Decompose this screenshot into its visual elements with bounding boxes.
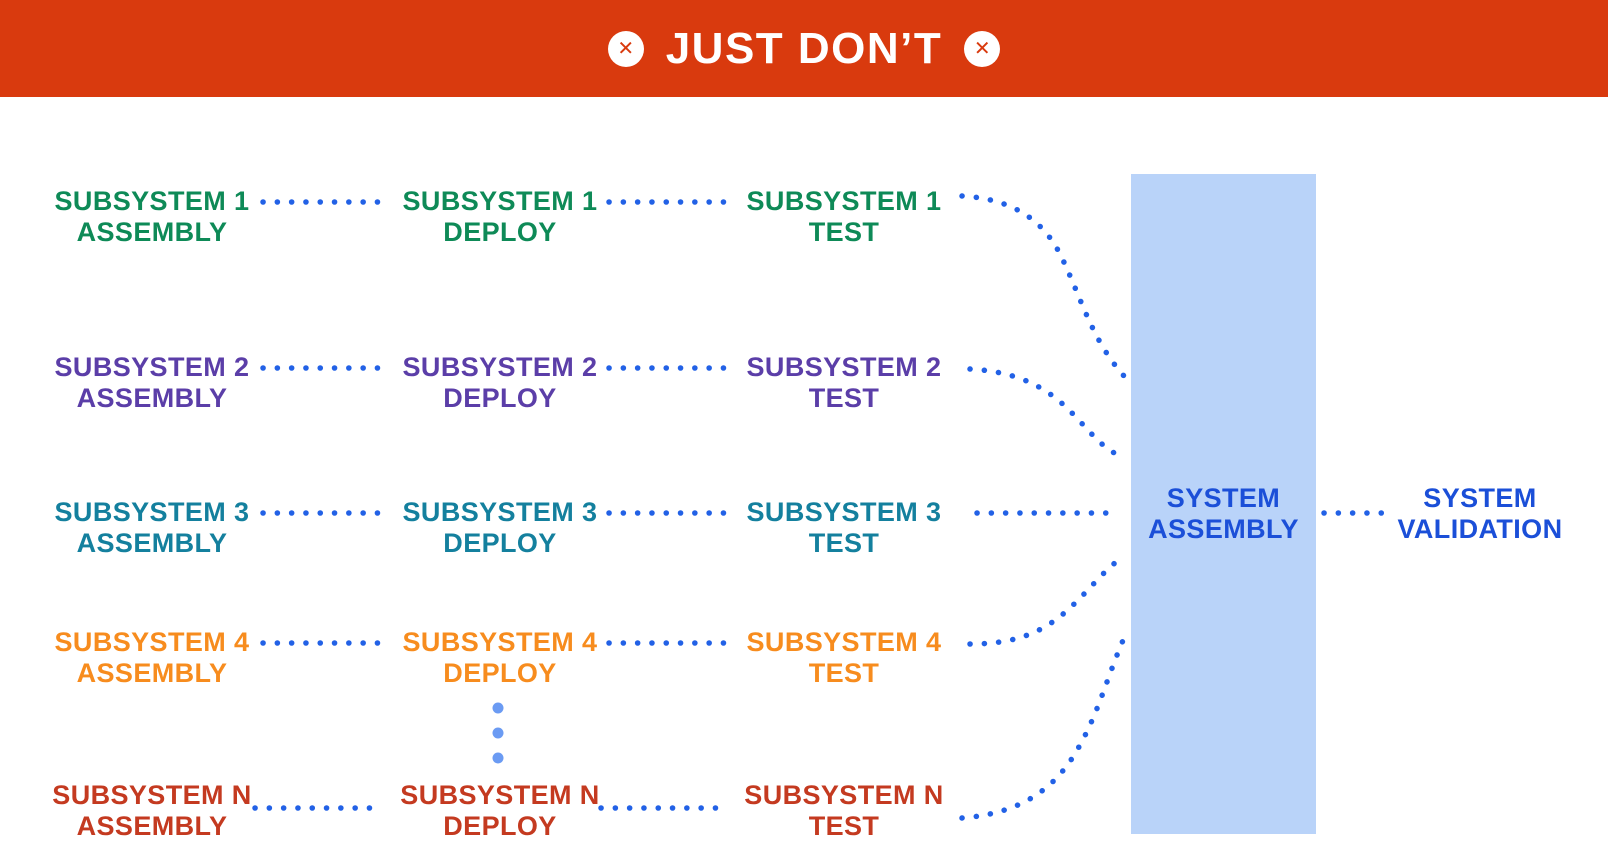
- subsystem-name: SUBSYSTEM 2: [54, 352, 250, 382]
- more-rows-ellipsis-icon: [492, 702, 504, 764]
- subsystem1-deploy-label: SUBSYSTEM 1 DEPLOY: [403, 186, 598, 248]
- page-title: JUST DON’T: [665, 23, 943, 73]
- connector-row1-test-to-box: [959, 193, 1127, 379]
- subsystem-name: SUBSYSTEM 1: [54, 186, 250, 216]
- subsystem3-deploy-label: SUBSYSTEM 3 DEPLOY: [403, 497, 598, 559]
- subsystem-name: SUBSYSTEM 3: [54, 497, 250, 527]
- circle-x-icon: ✕: [964, 30, 1001, 67]
- stage-name: DEPLOY: [443, 528, 557, 558]
- system-assembly-box: SYSTEM ASSEMBLY: [1131, 174, 1316, 834]
- subsystem-name: SUBSYSTEM N: [400, 780, 600, 810]
- subsystem3-test-label: SUBSYSTEM 3 TEST: [747, 497, 942, 559]
- connector-row4-test-to-box: [967, 553, 1127, 647]
- subsystem-name: SUBSYSTEM 1: [746, 186, 942, 216]
- system-assembly-line1: SYSTEM: [1166, 483, 1281, 513]
- stage-name: DEPLOY: [443, 811, 557, 841]
- subsystemN-test-label: SUBSYSTEM N TEST: [744, 780, 943, 842]
- stage-name: ASSEMBLY: [76, 658, 228, 688]
- stage-name: DEPLOY: [443, 658, 557, 688]
- system-validation-line1: SYSTEM: [1423, 483, 1537, 513]
- subsystem4-assembly-label: SUBSYSTEM 4 ASSEMBLY: [55, 627, 250, 689]
- connector-row2-test-to-box: [967, 366, 1127, 461]
- subsystem1-test-label: SUBSYSTEM 1 TEST: [747, 186, 942, 248]
- stage-name: TEST: [808, 217, 880, 247]
- system-validation-label: SYSTEM VALIDATION: [1398, 483, 1563, 545]
- stage-name: ASSEMBLY: [76, 528, 228, 558]
- subsystem-name: SUBSYSTEM N: [744, 780, 944, 810]
- system-validation-line2: VALIDATION: [1397, 514, 1563, 544]
- stage-name: ASSEMBLY: [76, 217, 228, 247]
- subsystemN-deploy-label: SUBSYSTEM N DEPLOY: [400, 780, 599, 842]
- header-banner: ✕ JUST DON’T ✕: [0, 0, 1608, 97]
- subsystem4-test-label: SUBSYSTEM 4 TEST: [747, 627, 942, 689]
- circle-x-icon: ✕: [607, 30, 644, 67]
- stage-name: TEST: [808, 658, 880, 688]
- subsystem-name: SUBSYSTEM 3: [746, 497, 942, 527]
- subsystem-name: SUBSYSTEM 1: [402, 186, 598, 216]
- subsystem2-assembly-label: SUBSYSTEM 2 ASSEMBLY: [55, 352, 250, 414]
- stage-name: DEPLOY: [443, 217, 557, 247]
- subsystem-name: SUBSYSTEM 2: [746, 352, 942, 382]
- system-assembly-label: SYSTEM ASSEMBLY: [1131, 483, 1316, 545]
- stage-name: DEPLOY: [443, 383, 557, 413]
- stage-name: TEST: [808, 383, 880, 413]
- subsystem2-test-label: SUBSYSTEM 2 TEST: [747, 352, 942, 414]
- stage-name: TEST: [808, 528, 880, 558]
- subsystem1-assembly-label: SUBSYSTEM 1 ASSEMBLY: [55, 186, 250, 248]
- connector-rowN-test-to-box: [959, 635, 1127, 821]
- subsystem4-deploy-label: SUBSYSTEM 4 DEPLOY: [403, 627, 598, 689]
- stage-name: TEST: [808, 811, 880, 841]
- subsystem-name: SUBSYSTEM 4: [746, 627, 942, 657]
- system-assembly-line2: ASSEMBLY: [1148, 514, 1299, 544]
- subsystem-name: SUBSYSTEM N: [52, 780, 252, 810]
- subsystem-name: SUBSYSTEM 3: [402, 497, 598, 527]
- subsystem-name: SUBSYSTEM 2: [402, 352, 598, 382]
- subsystem2-deploy-label: SUBSYSTEM 2 DEPLOY: [403, 352, 598, 414]
- subsystem-name: SUBSYSTEM 4: [54, 627, 250, 657]
- stage-name: ASSEMBLY: [76, 811, 228, 841]
- subsystemN-assembly-label: SUBSYSTEM N ASSEMBLY: [52, 780, 251, 842]
- stage-name: ASSEMBLY: [76, 383, 228, 413]
- subsystem3-assembly-label: SUBSYSTEM 3 ASSEMBLY: [55, 497, 250, 559]
- subsystem-name: SUBSYSTEM 4: [402, 627, 598, 657]
